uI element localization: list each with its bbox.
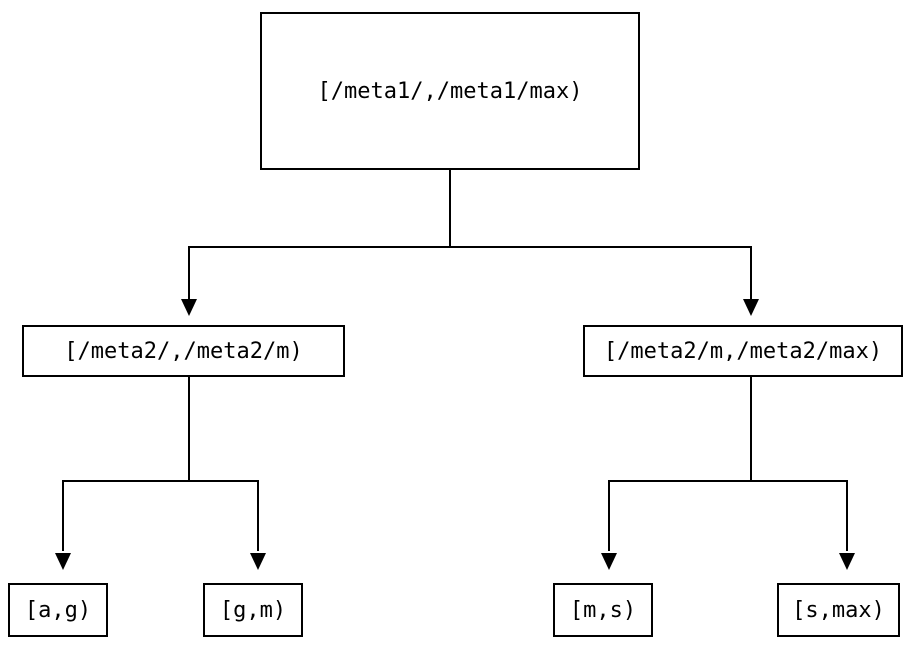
node-leaf-ag-label: [a,g) — [24, 597, 92, 623]
node-root-label: [/meta1/,/meta1/max) — [317, 78, 583, 104]
arrowhead-icon — [55, 553, 71, 570]
node-meta2-high: [/meta2/m,/meta2/max) — [583, 325, 903, 377]
node-leaf-ag: [a,g) — [8, 583, 108, 637]
node-leaf-gm: [g,m) — [203, 583, 303, 637]
arrowhead-icon — [601, 553, 617, 570]
arrowhead-icon — [181, 299, 197, 316]
node-meta2-low-label: [/meta2/,/meta2/m) — [64, 338, 303, 364]
node-root: [/meta1/,/meta1/max) — [260, 12, 640, 170]
arrowhead-icon — [250, 553, 266, 570]
node-leaf-ms-label: [m,s) — [569, 597, 637, 623]
node-leaf-gm-label: [g,m) — [219, 597, 287, 623]
arrowhead-icon — [839, 553, 855, 570]
node-meta2-high-label: [/meta2/m,/meta2/max) — [603, 338, 883, 364]
node-leaf-ms: [m,s) — [553, 583, 653, 637]
edge-left-children-rail — [62, 480, 259, 551]
edge-root-children-rail — [188, 246, 752, 299]
node-leaf-smax: [s,max) — [777, 583, 900, 637]
node-leaf-smax-label: [s,max) — [792, 597, 885, 623]
edge-right-children-rail — [608, 480, 848, 551]
node-meta2-low: [/meta2/,/meta2/m) — [22, 325, 345, 377]
arrowhead-icon — [743, 299, 759, 316]
